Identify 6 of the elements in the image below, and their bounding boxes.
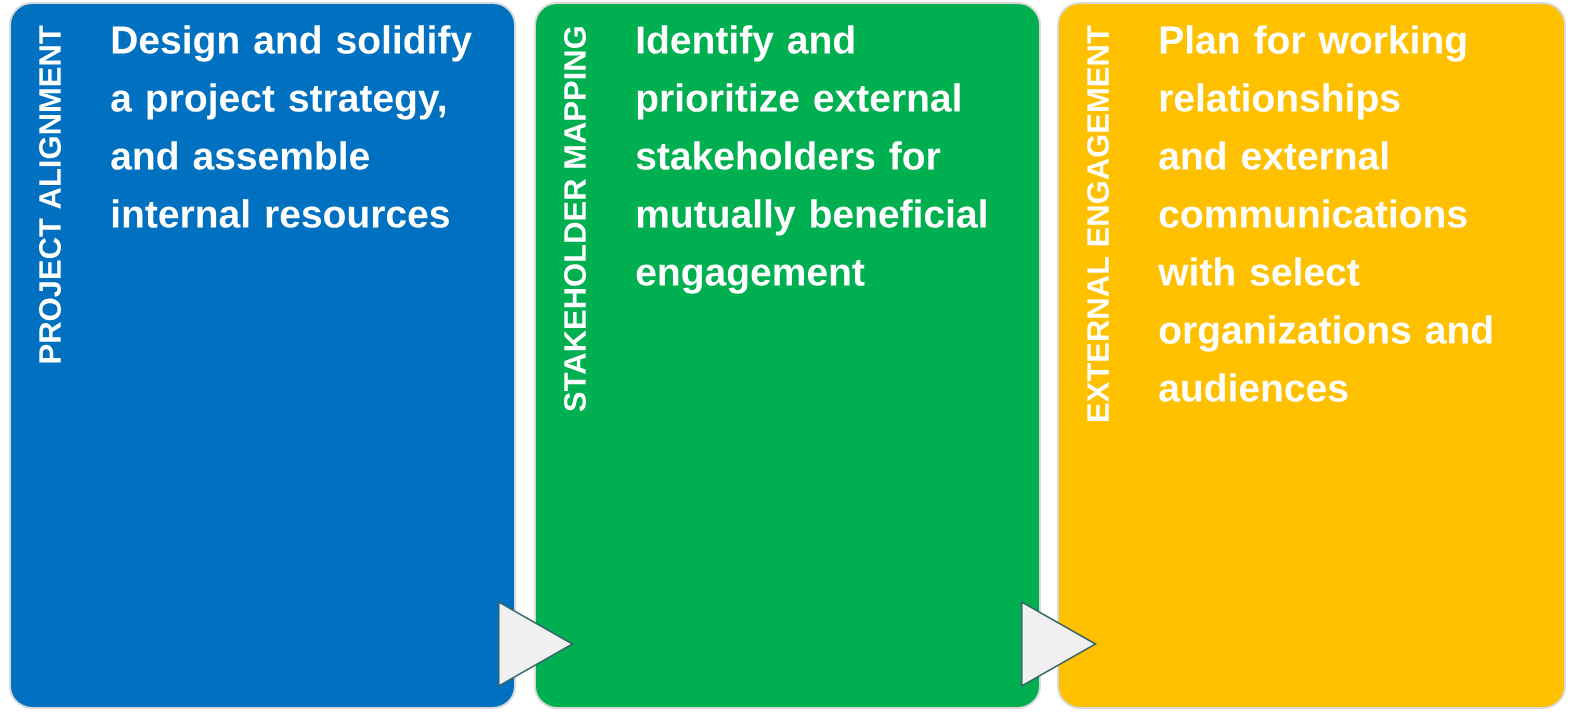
step-description: Identify and prioritize external stakeholders for mutually beneficial engagement [636,25,986,294]
vertical-heading: EXTERNAL ENGAGEMENT [1087,25,1109,421]
vertical-heading: STAKEHOLDER MAPPING [564,27,586,412]
vertical-heading: PROJECT ALIGNMENT [39,25,61,363]
step-description: Plan for working relationships and external communications with select organizations and audiences [1158,25,1492,402]
step-description: Design and solidify a project strategy, and assemble internal resources [111,25,472,228]
